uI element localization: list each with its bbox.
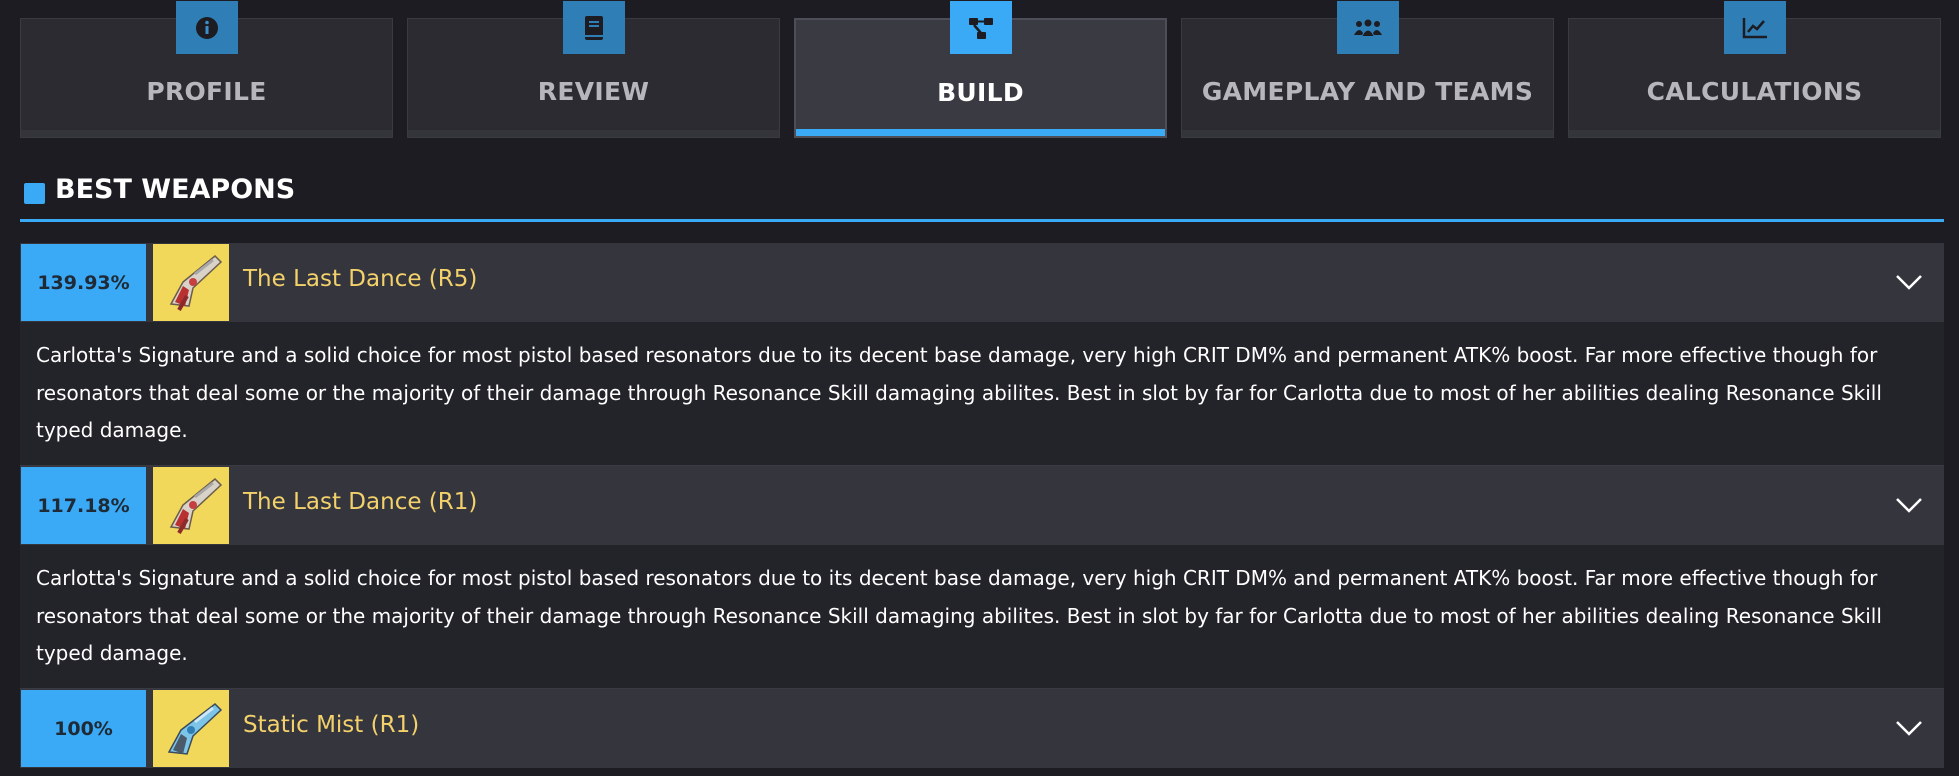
pistol-red-icon bbox=[153, 467, 229, 544]
weapon-percent: 100% bbox=[21, 690, 146, 767]
tab-underline bbox=[1182, 130, 1553, 137]
tab-bar: PROFILE REVIEW BUILD GAMEPLAY AND TEAMS … bbox=[20, 0, 1942, 140]
weapon-header[interactable]: 117.18% The Last Dance (R1) bbox=[20, 466, 1944, 545]
weapon-description: Carlotta's Signature and a solid choice … bbox=[20, 322, 1944, 466]
tab-build[interactable]: BUILD bbox=[794, 1, 1167, 138]
chevron-down-icon[interactable] bbox=[1894, 492, 1924, 518]
weapon-percent: 139.93% bbox=[21, 244, 146, 321]
weapon-name: The Last Dance (R1) bbox=[243, 489, 478, 515]
tab-calculations[interactable]: CALCULATIONS bbox=[1568, 1, 1941, 138]
weapon-name: The Last Dance (R5) bbox=[243, 266, 478, 292]
chevron-down-icon[interactable] bbox=[1894, 715, 1924, 741]
pistol-red-icon bbox=[153, 244, 229, 321]
weapon-header[interactable]: 139.93% The Last Dance (R5) bbox=[20, 243, 1944, 322]
section-header: BEST WEAPONS bbox=[20, 170, 1944, 222]
weapon-percent: 117.18% bbox=[21, 467, 146, 544]
tab-label: GAMEPLAY AND TEAMS bbox=[1201, 77, 1534, 106]
weapon-list: 139.93% The Last Dance (R5) Carlotta's S… bbox=[20, 243, 1944, 768]
weapon-name: Static Mist (R1) bbox=[243, 712, 420, 738]
weapon-header[interactable]: 100% Static Mist (R1) bbox=[20, 689, 1944, 768]
chevron-down-icon[interactable] bbox=[1894, 269, 1924, 295]
weapon-item: 139.93% The Last Dance (R5) Carlotta's S… bbox=[20, 243, 1944, 466]
hierarchy-icon bbox=[949, 1, 1012, 54]
tab-underline bbox=[408, 130, 779, 137]
pistol-blue-icon bbox=[153, 690, 229, 767]
tab-gameplay-and-teams[interactable]: GAMEPLAY AND TEAMS bbox=[1181, 1, 1554, 138]
weapon-description: Carlotta's Signature and a solid choice … bbox=[20, 545, 1944, 689]
tab-profile[interactable]: PROFILE bbox=[20, 1, 393, 138]
chart-line-icon bbox=[1723, 1, 1786, 54]
weapon-item: 117.18% The Last Dance (R1) Carlotta's S… bbox=[20, 466, 1944, 689]
tab-active-indicator bbox=[796, 129, 1165, 136]
tab-underline bbox=[21, 130, 392, 137]
tab-review[interactable]: REVIEW bbox=[407, 1, 780, 138]
tab-label: REVIEW bbox=[537, 77, 650, 106]
info-icon bbox=[175, 1, 238, 54]
team-icon bbox=[1336, 1, 1399, 54]
tab-label: PROFILE bbox=[146, 77, 267, 106]
book-icon bbox=[562, 1, 625, 54]
section-title: BEST WEAPONS bbox=[55, 174, 296, 205]
weapon-item: 100% Static Mist (R1) bbox=[20, 689, 1944, 768]
tab-label: CALCULATIONS bbox=[1646, 77, 1863, 106]
tab-underline bbox=[1569, 130, 1940, 137]
section-marker-icon bbox=[24, 183, 45, 204]
tab-label: BUILD bbox=[937, 78, 1024, 107]
